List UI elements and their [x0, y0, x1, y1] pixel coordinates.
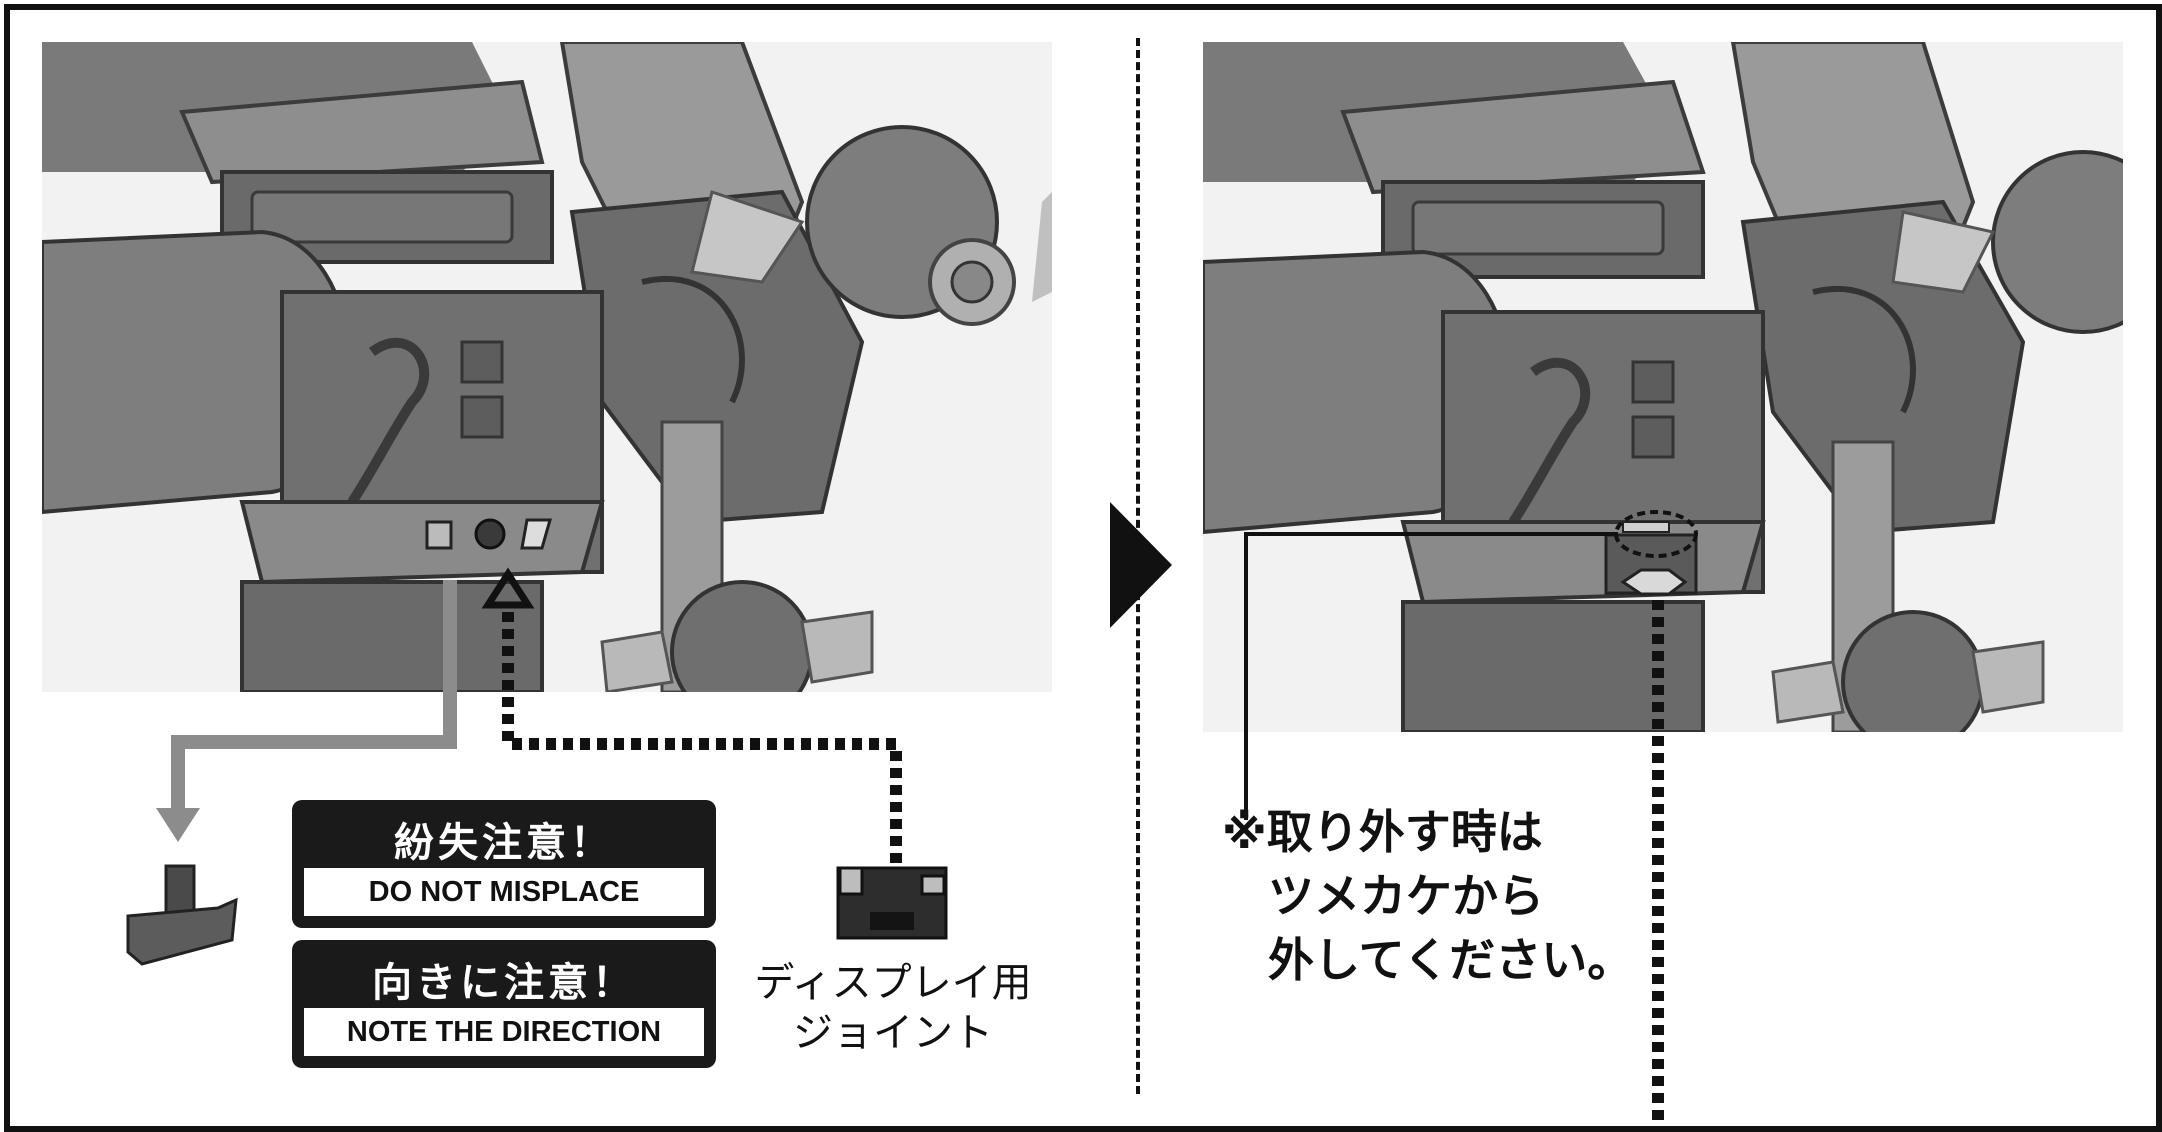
removal-note: ※取り外す時は ツメカケから 外してください。 [1222, 800, 1742, 992]
display-joint-line2: ジョイント [793, 1010, 993, 1056]
display-joint-line1: ディスプレイ用 [754, 960, 1032, 1006]
removal-note-line1: ※取り外す時は [1222, 805, 1543, 859]
model-photo-after [1203, 42, 2123, 732]
misplace-en-text: DO NOT MISPLACE [304, 868, 704, 916]
removal-note-line3: 外してください。 [1268, 933, 1634, 987]
model-photo-before [42, 42, 1052, 692]
direction-jp-text: 向きに注意！ [372, 960, 636, 1006]
do-not-misplace-label: 紛失注意！ DO NOT MISPLACE [292, 800, 716, 928]
step-divider [1136, 38, 1140, 1094]
display-joint-caption: ディスプレイ用 ジョイント [748, 958, 1038, 1058]
instruction-frame [4, 4, 2162, 1132]
direction-en-text: NOTE THE DIRECTION [304, 1008, 704, 1056]
misplace-jp-text: 紛失注意！ [394, 820, 614, 866]
removal-note-line2: ツメカケから [1268, 869, 1544, 923]
note-direction-label: 向きに注意！ NOTE THE DIRECTION [292, 940, 716, 1068]
